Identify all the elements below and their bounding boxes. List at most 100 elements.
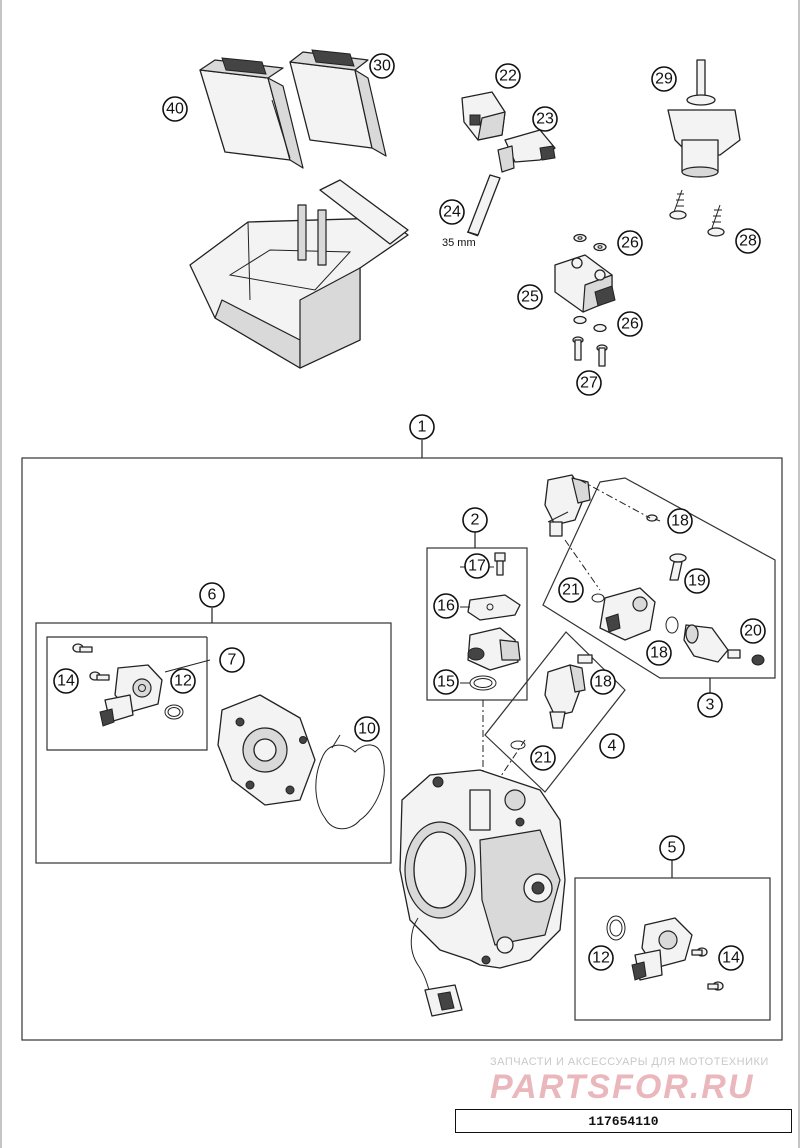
callout-18-top: 18 <box>667 508 693 534</box>
injector-holder <box>599 587 656 641</box>
callout-5: 5 <box>659 835 685 861</box>
dimension-label: 35 mm <box>442 237 476 249</box>
callout-23: 23 <box>532 106 558 132</box>
hose-24 <box>466 174 501 237</box>
callout-30: 30 <box>369 53 395 79</box>
svg-text:20: 20 <box>744 623 762 640</box>
callout-21-bottom: 21 <box>530 745 556 771</box>
svg-text:7: 7 <box>228 652 237 669</box>
callout-15: 15 <box>433 669 459 695</box>
screw-19 <box>669 553 687 581</box>
svg-text:26: 26 <box>621 235 639 252</box>
injector-4 <box>544 654 593 729</box>
washers-26-top <box>573 233 607 252</box>
ecu-bracket <box>189 179 409 369</box>
bolt-14-a <box>72 643 93 653</box>
callout-1: 1 <box>409 414 435 440</box>
svg-text:16: 16 <box>437 598 455 615</box>
svg-text:18: 18 <box>594 674 612 691</box>
callout-14-right: 14 <box>718 945 744 971</box>
svg-text:21: 21 <box>562 582 580 599</box>
svg-text:12: 12 <box>592 950 610 967</box>
injector-top <box>544 474 591 537</box>
svg-text:1: 1 <box>418 419 427 436</box>
svg-text:19: 19 <box>688 573 706 590</box>
gasket-10 <box>315 744 385 830</box>
actuator-28 <box>667 59 741 178</box>
group-frame-6 <box>35 622 392 864</box>
svg-text:2: 2 <box>471 512 480 529</box>
callout-19: 19 <box>684 568 710 594</box>
group-frame-3 <box>542 477 776 679</box>
svg-text:3: 3 <box>706 697 715 714</box>
wiring-harness <box>410 917 431 996</box>
ecu-unit-30 <box>289 49 387 157</box>
callout-18-low: 18 <box>590 669 616 695</box>
svg-text:14: 14 <box>57 673 75 690</box>
callout-18-mid: 18 <box>646 640 672 666</box>
callout-27: 27 <box>576 370 602 396</box>
callout-25: 25 <box>517 284 543 310</box>
svg-text:12: 12 <box>174 673 192 690</box>
watermark-logo: PARTSFOR.RU <box>490 1068 755 1106</box>
connector-22 <box>461 91 506 141</box>
svg-text:18: 18 <box>650 645 668 662</box>
ecu-unit-40 <box>199 57 304 169</box>
svg-text:24: 24 <box>443 204 461 221</box>
svg-text:25: 25 <box>521 289 539 306</box>
svg-text:22: 22 <box>499 68 517 85</box>
screws-29 <box>669 189 725 237</box>
svg-text:27: 27 <box>580 375 598 392</box>
callout-21-top: 21 <box>558 577 584 603</box>
svg-text:18: 18 <box>671 513 689 530</box>
callout-26-bottom: 26 <box>617 311 643 337</box>
callout-10: 10 <box>354 716 380 742</box>
svg-text:6: 6 <box>208 587 217 604</box>
svg-text:10: 10 <box>358 721 376 738</box>
map-sensor-2 <box>467 627 521 671</box>
callout-29: 28 <box>735 228 761 254</box>
group-frame-5 <box>574 877 771 1021</box>
seal-21-a <box>591 593 605 603</box>
pin-18-top <box>646 514 658 522</box>
group-frame-2 <box>426 547 528 701</box>
o-ring-12-left <box>164 704 184 720</box>
sensor-23 <box>497 129 556 173</box>
svg-text:15: 15 <box>437 674 455 691</box>
svg-text:23: 23 <box>536 111 554 128</box>
bolts-14-right <box>691 947 724 991</box>
throttle-position-sensor-5 <box>631 917 693 981</box>
callout-2: 2 <box>462 507 488 533</box>
callout-20: 20 <box>740 618 766 644</box>
callout-6: 6 <box>199 582 225 608</box>
callout-22: 22 <box>495 63 521 89</box>
throttle-position-sensor-7 <box>99 664 163 727</box>
svg-text:21: 21 <box>534 750 552 767</box>
callout-7: 7 <box>219 647 245 673</box>
document-number: 117654110 <box>455 1109 792 1133</box>
assembly-frame-1 <box>21 457 783 1041</box>
callout-12-left: 12 <box>170 668 196 694</box>
svg-text:17: 17 <box>468 558 486 575</box>
o-ring-15 <box>469 675 497 691</box>
callout-24: 24 <box>439 199 465 225</box>
svg-text:4: 4 <box>608 738 617 755</box>
seal-21-b <box>510 740 526 750</box>
bolt-14-b <box>89 671 110 681</box>
callout-12-right: 12 <box>588 945 614 971</box>
callout-16: 16 <box>433 593 459 619</box>
callout-40: 40 <box>162 96 188 122</box>
callout-28: 29 <box>651 66 677 92</box>
o-ring-small <box>665 616 679 634</box>
throttle-body <box>399 769 566 969</box>
bolts-27 <box>572 336 608 367</box>
harness-connector <box>424 984 463 1017</box>
throttle-cover <box>217 694 316 806</box>
callout-4: 4 <box>599 733 625 759</box>
bracket-16 <box>467 594 521 621</box>
svg-text:29: 29 <box>655 71 673 88</box>
bolt-17 <box>494 552 506 576</box>
svg-text:14: 14 <box>722 950 740 967</box>
watermark-tagline: ЗАПЧАСТИ И АКСЕССУАРЫ ДЛЯ МОТОТЕХНИКИ <box>490 1056 769 1068</box>
